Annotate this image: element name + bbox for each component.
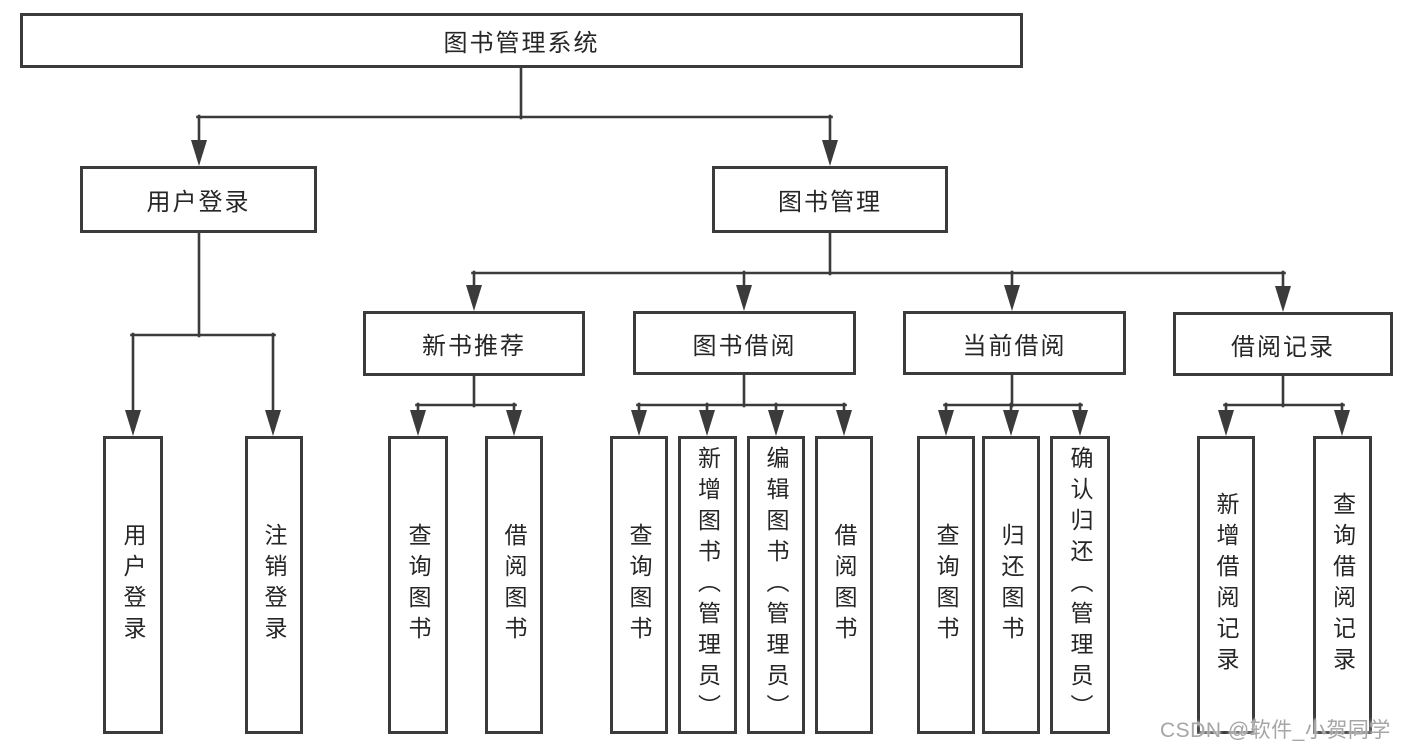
leaf-query-borrow-record: 查询借阅记录 xyxy=(1313,436,1372,734)
leaf-edit-books-admin: 编辑图书（管理员） xyxy=(747,436,805,734)
connector-book-borrowing-children xyxy=(631,372,852,436)
leaf-borrow-books-recommend: 借阅图书 xyxy=(485,436,543,734)
book-management-node: 图书管理 xyxy=(712,166,948,233)
connector-root-to-level2 xyxy=(191,65,838,166)
connector-user-login-children xyxy=(125,230,281,436)
leaf-user-login: 用户登录 xyxy=(103,436,163,734)
borrowing-records-node: 借阅记录 xyxy=(1173,312,1393,376)
root-node: 图书管理系统 xyxy=(20,13,1023,68)
connector-new-book-recommend-children xyxy=(410,373,522,436)
connector-borrowing-records-children xyxy=(1218,374,1350,436)
leaf-add-borrow-record: 新增借阅记录 xyxy=(1197,436,1255,734)
new-book-recommend-node: 新书推荐 xyxy=(363,311,585,376)
connector-book-management-children xyxy=(466,230,1291,312)
csdn-watermark: CSDN @软件_小贺同学 xyxy=(1160,719,1391,742)
current-borrowing-node: 当前借阅 xyxy=(903,311,1126,375)
leaf-query-books-recommend: 查询图书 xyxy=(388,436,448,734)
leaf-query-books-current: 查询图书 xyxy=(917,436,975,734)
leaf-logout: 注销登录 xyxy=(245,436,303,734)
leaf-add-books-admin: 新增图书（管理员） xyxy=(678,436,737,734)
leaf-confirm-return-admin: 确认归还（管理员） xyxy=(1050,436,1110,734)
connector-current-borrowing-children xyxy=(938,372,1088,436)
user-login-node: 用户登录 xyxy=(80,166,317,233)
leaf-borrow-books-borrowing: 借阅图书 xyxy=(815,436,873,734)
book-borrowing-node: 图书借阅 xyxy=(633,311,856,375)
leaf-return-books: 归还图书 xyxy=(982,436,1040,734)
leaf-query-books-borrowing: 查询图书 xyxy=(610,436,668,734)
